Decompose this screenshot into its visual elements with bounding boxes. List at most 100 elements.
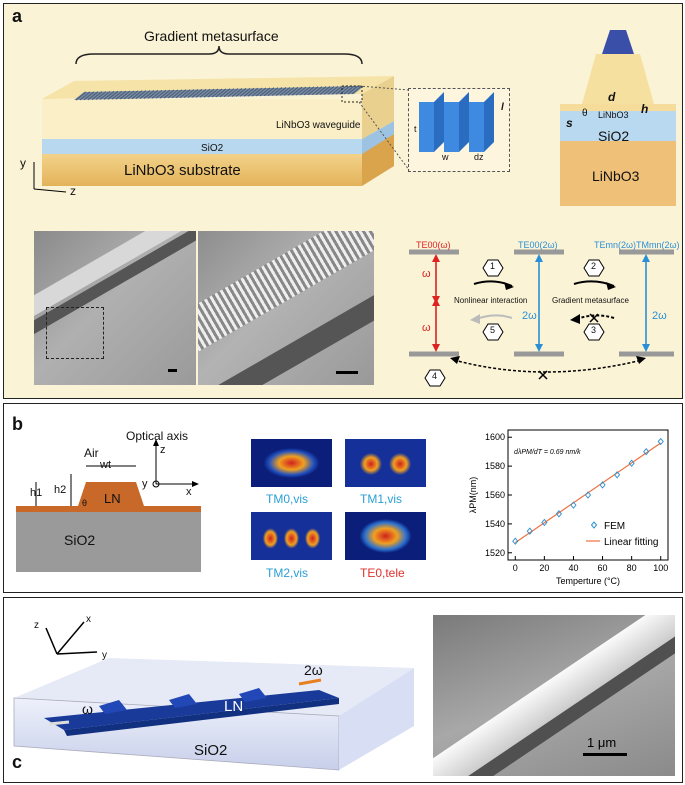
mode-te0-image	[345, 512, 426, 560]
omega-c: ω	[82, 701, 93, 717]
grating-stripe	[287, 86, 299, 96]
step-5: 5	[490, 325, 496, 335]
grating-stripe	[123, 90, 135, 100]
fem-point	[584, 491, 592, 499]
grating-stripe	[275, 87, 287, 96]
sio2-c: SiO2	[194, 742, 228, 759]
grating-stripe	[107, 90, 119, 100]
panel-c-label: c	[12, 752, 23, 772]
mode-tm0-image	[251, 439, 332, 487]
ridge-schematic	[16, 439, 201, 572]
axis-y-b: y	[142, 478, 148, 490]
cross-theta: θ	[582, 108, 588, 119]
grating-stripe	[255, 87, 267, 97]
axis-z: z	[70, 184, 76, 198]
y-tick-label: 1540	[485, 519, 505, 529]
grating-stripe	[239, 87, 251, 97]
grating-stripe	[179, 89, 191, 99]
panel-b-label: b	[12, 414, 23, 434]
mode-label-tm2: TM2,vis	[266, 566, 308, 580]
grating-stripe	[167, 89, 179, 99]
grating-stripe	[175, 89, 187, 99]
axis-y-c: y	[102, 650, 107, 661]
two-omega-right: 2ω	[652, 310, 667, 322]
grating-stripe	[143, 90, 155, 99]
grating-stripe	[135, 90, 147, 100]
grating-stripe	[211, 88, 223, 98]
sem-image-waveguide	[34, 231, 196, 385]
nonlinear-label: Nonlinear interaction	[454, 296, 528, 305]
axis-z-b: z	[160, 444, 166, 456]
grating-stripe	[279, 86, 291, 96]
grating-stripe	[291, 86, 303, 96]
fit-line	[514, 442, 662, 544]
grating-stripe	[335, 85, 347, 95]
grating-stripe	[139, 90, 151, 100]
fem-point	[512, 537, 519, 545]
x-axis-label: Temperture (°C)	[556, 576, 620, 586]
grating-stripe	[303, 86, 315, 96]
sem-image-device: 1 μm	[433, 615, 675, 776]
fem-point	[555, 510, 562, 518]
grating-stripe	[127, 90, 139, 100]
grating-stripe	[307, 86, 319, 96]
te00-2w-label: TE00(2ω)	[518, 240, 558, 250]
grating-stripe	[347, 85, 359, 95]
omega-bottom: ω	[422, 322, 431, 334]
tmmn-2w-label: TMmn(2ω)	[636, 240, 680, 250]
two-omega-mid: 2ω	[522, 310, 537, 322]
x-tick-label: 80	[627, 563, 637, 573]
gradient-metasurface-title: Gradient metasurface	[144, 28, 279, 44]
grating-stripe	[131, 90, 143, 100]
grating-stripe	[283, 86, 295, 96]
grating-stripe	[295, 86, 307, 96]
two-omega-c: 2ω	[304, 662, 323, 678]
brace	[75, 45, 363, 65]
y-tick-label: 1520	[485, 548, 505, 558]
x-tick-label: 100	[653, 563, 668, 573]
grating-stripe	[267, 87, 279, 97]
grating-stripe	[263, 87, 275, 97]
grating-stripe	[251, 87, 263, 97]
inset-dz: dz	[474, 152, 484, 162]
cross-linbo3: LiNbO3	[592, 168, 640, 184]
fem-point	[570, 501, 577, 509]
grating-stripe	[99, 90, 111, 100]
grating-stripe	[331, 85, 343, 95]
sem-image-grating	[198, 231, 374, 385]
waveguide-device	[33, 76, 394, 193]
cross-linbo3-small: LiNbO3	[598, 110, 629, 120]
legend-fem-marker	[590, 521, 598, 529]
cross-d: d	[608, 90, 616, 104]
grating-stripe	[231, 88, 243, 97]
grating-stripe	[83, 91, 95, 101]
y-tick-label: 1560	[485, 490, 505, 500]
te00-w-label: TE00(ω)	[416, 240, 451, 250]
temn-2w-label: TEmn(2ω)	[594, 240, 637, 250]
grating-stripe	[91, 91, 103, 101]
grating-stripe	[227, 88, 239, 98]
axes-c	[45, 621, 98, 655]
grating-stripe	[299, 86, 311, 96]
fem-point	[599, 481, 606, 489]
grating-stripe	[187, 89, 199, 98]
grating-stripe	[111, 90, 123, 100]
slope-annotation: dλPM/dT = 0.69 nm/k	[514, 449, 581, 456]
step-2: 2	[591, 261, 597, 271]
fem-point	[526, 527, 533, 535]
grating-stripe	[243, 87, 255, 97]
cross-s: s	[566, 116, 573, 130]
legend-fem-label: FEM	[604, 521, 625, 532]
axis-z-c: z	[34, 620, 39, 631]
grating-stripe	[155, 89, 167, 99]
ln-c: LN	[224, 698, 244, 715]
h1-label: h1	[30, 487, 43, 499]
inset-l: l	[501, 102, 504, 113]
step-3: 3	[591, 325, 597, 335]
fem-point	[657, 437, 664, 446]
inset-w: w	[442, 152, 449, 162]
x-tick-label: 60	[598, 563, 608, 573]
theta-b: θ	[82, 498, 88, 508]
grating-stripe	[151, 89, 163, 99]
